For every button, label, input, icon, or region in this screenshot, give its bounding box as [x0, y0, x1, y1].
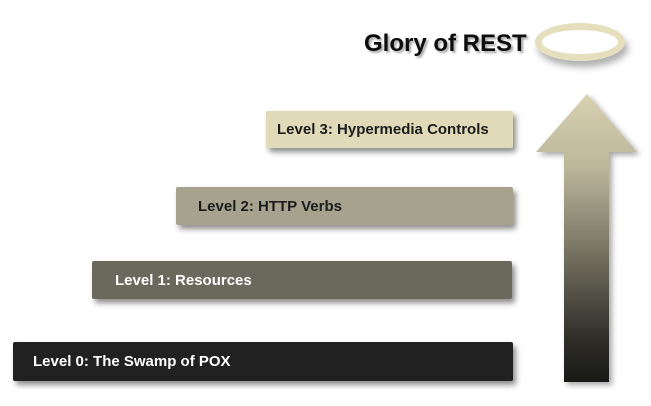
level-2-bar: Level 2: HTTP Verbs — [176, 187, 513, 225]
level-3-bar: Level 3: Hypermedia Controls — [266, 111, 513, 148]
arrow-shape — [536, 94, 637, 382]
level-3-label: Level 3: Hypermedia Controls — [277, 121, 489, 138]
level-0-bar: Level 0: The Swamp of POX — [13, 342, 513, 381]
halo-ring-icon — [535, 23, 625, 61]
level-2-label: Level 2: HTTP Verbs — [198, 197, 342, 215]
diagram-title: Glory of REST — [364, 30, 527, 57]
level-1-label: Level 1: Resources — [115, 271, 252, 289]
level-0-label: Level 0: The Swamp of POX — [33, 353, 231, 370]
level-1-bar: Level 1: Resources — [92, 261, 512, 299]
